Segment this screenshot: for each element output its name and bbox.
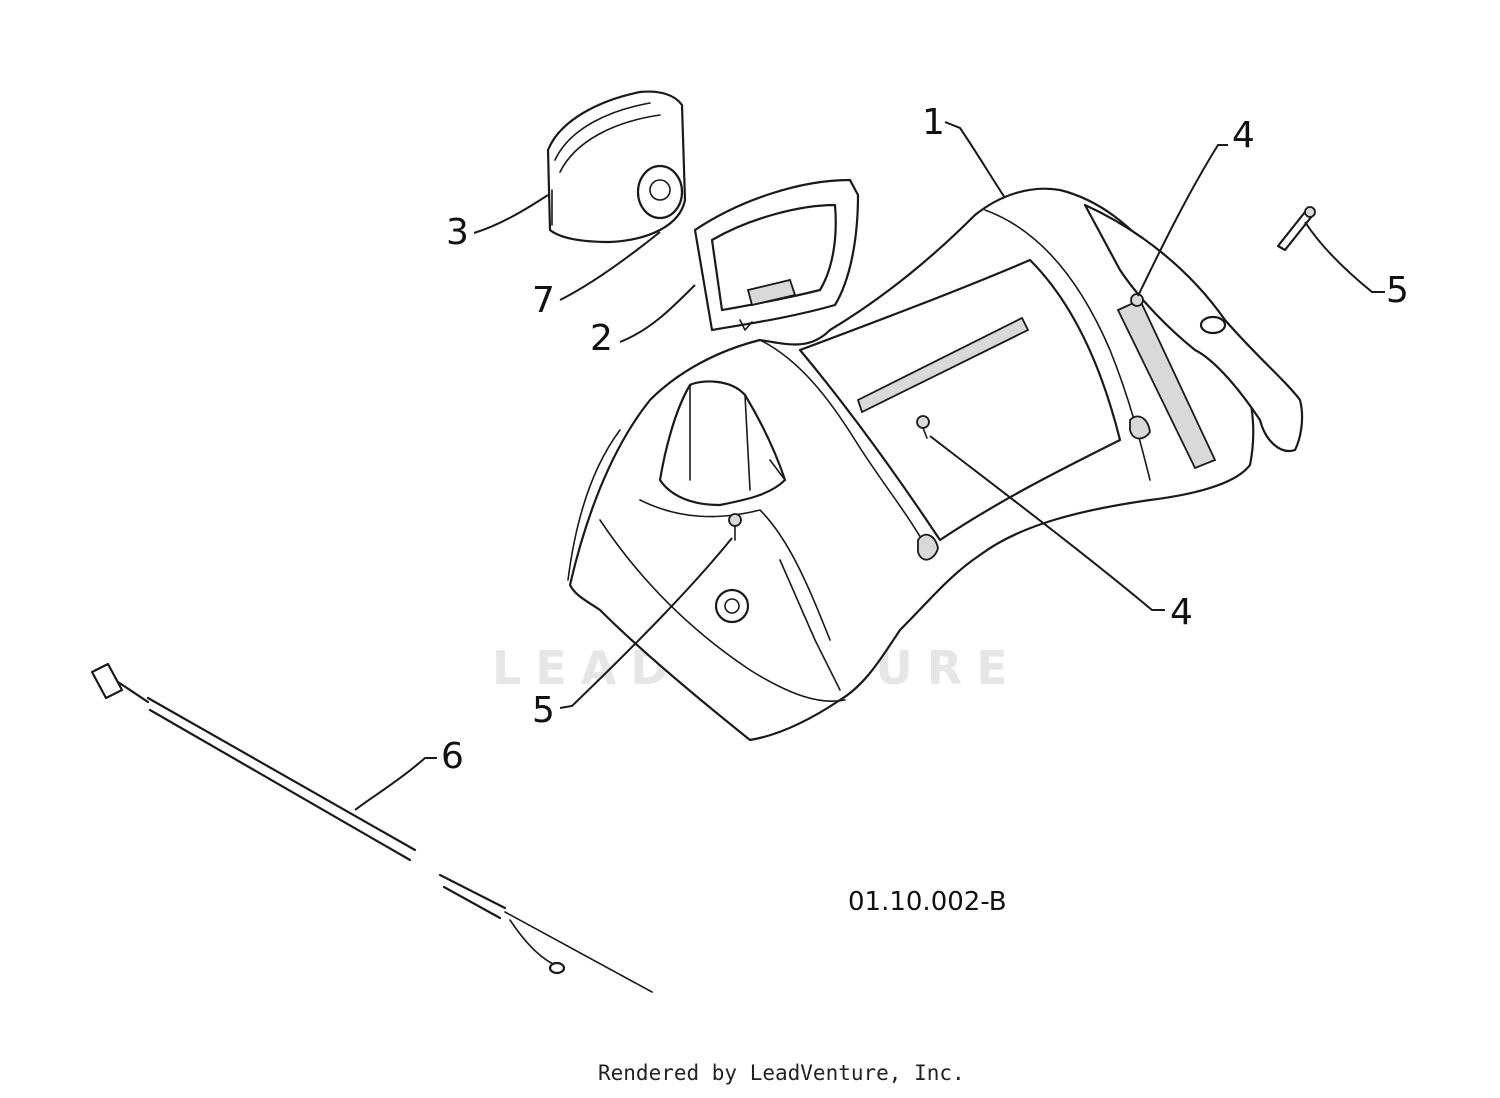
callout-6: 6	[441, 736, 464, 777]
part-3-headlight	[546, 90, 687, 244]
diagram-code: 01.10.002-B	[848, 887, 1007, 917]
part-5-pin-right	[1276, 206, 1316, 252]
callout-5-right: 5	[1386, 270, 1409, 311]
callout-2: 2	[590, 318, 613, 359]
callout-3: 3	[446, 212, 469, 253]
part-4-screw-mid	[916, 415, 930, 439]
callout-4-top: 4	[1232, 115, 1255, 156]
callout-5-left: 5	[532, 690, 555, 731]
callout-1: 1	[922, 102, 945, 143]
part-6-cable	[90, 662, 653, 993]
part-1-hood	[567, 187, 1304, 742]
part-5-screw-left	[728, 513, 742, 541]
callout-7: 7	[532, 280, 555, 321]
part-2-bezel	[693, 178, 860, 332]
part-4-screw-top	[1130, 293, 1144, 307]
footer-credit: Rendered by LeadVenture, Inc.	[598, 1061, 965, 1085]
leader-lines	[354, 121, 1385, 811]
callout-4-mid: 4	[1170, 592, 1193, 633]
